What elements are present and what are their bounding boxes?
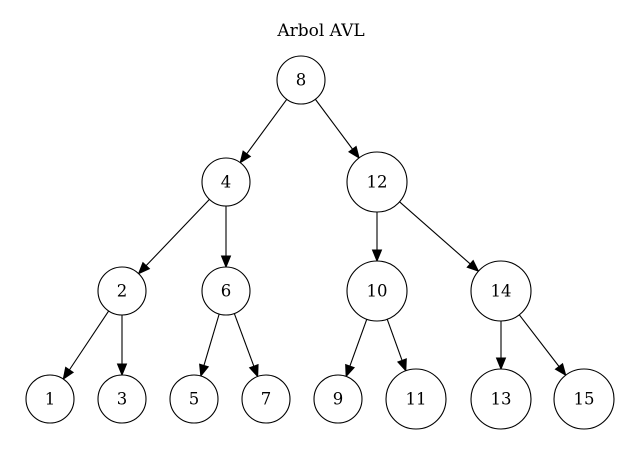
tree-node-13: 13 bbox=[470, 368, 532, 430]
tree-node-10: 10 bbox=[346, 260, 408, 322]
arrow-head-icon bbox=[116, 363, 128, 377]
arrow-head-icon bbox=[345, 363, 355, 378]
edge-line bbox=[145, 198, 210, 267]
edge-n12-n14 bbox=[399, 201, 480, 273]
node-circle bbox=[385, 368, 447, 430]
node-circle bbox=[553, 368, 615, 430]
edge-n6-n5 bbox=[199, 313, 220, 378]
arrow-head-icon bbox=[239, 150, 252, 164]
node-label: 10 bbox=[367, 282, 388, 301]
node-circle bbox=[97, 266, 147, 316]
tree-node-8: 8 bbox=[276, 55, 326, 105]
edge-line bbox=[349, 319, 368, 367]
edge-line bbox=[314, 98, 353, 150]
edge-n4-n6 bbox=[220, 206, 232, 269]
edge-n4-n2 bbox=[137, 198, 210, 275]
node-label: 1 bbox=[45, 390, 56, 409]
edge-line bbox=[246, 99, 288, 155]
edge-n10-n11 bbox=[386, 319, 407, 373]
edge-n14-n13 bbox=[495, 321, 507, 371]
node-label: 6 bbox=[221, 282, 232, 301]
arrow-head-icon bbox=[554, 362, 567, 377]
tree-node-11: 11 bbox=[385, 368, 447, 430]
edge-n14-n15 bbox=[518, 314, 567, 377]
node-circle bbox=[346, 151, 408, 213]
arrow-head-icon bbox=[396, 358, 407, 373]
edge-line bbox=[518, 314, 560, 367]
tree-node-3: 3 bbox=[97, 374, 147, 424]
node-label: 3 bbox=[117, 390, 128, 409]
node-circle bbox=[346, 260, 408, 322]
edge-n6-n7 bbox=[233, 313, 259, 378]
node-label: 11 bbox=[406, 390, 427, 409]
node-circle bbox=[313, 374, 363, 424]
node-circle bbox=[169, 374, 219, 424]
node-circle bbox=[241, 374, 291, 424]
node-circle bbox=[25, 374, 75, 424]
edge-line bbox=[68, 310, 110, 371]
arrow-head-icon bbox=[199, 363, 210, 378]
node-label: 14 bbox=[491, 282, 512, 301]
tree-node-6: 6 bbox=[201, 266, 251, 316]
edge-n2-n3 bbox=[116, 315, 128, 377]
edge-n10-n9 bbox=[345, 319, 368, 378]
tree-node-7: 7 bbox=[241, 374, 291, 424]
arrow-head-icon bbox=[220, 255, 232, 269]
arrow-head-icon bbox=[495, 357, 507, 371]
edge-n8-n4 bbox=[239, 99, 288, 164]
node-circle bbox=[97, 374, 147, 424]
node-circle bbox=[470, 368, 532, 430]
tree-node-12: 12 bbox=[346, 151, 408, 213]
edge-n8-n12 bbox=[314, 98, 360, 160]
node-label: 9 bbox=[333, 390, 344, 409]
edges-layer bbox=[62, 98, 567, 381]
node-label: 2 bbox=[117, 282, 128, 301]
node-label: 7 bbox=[261, 390, 272, 409]
edge-n12-n10 bbox=[371, 212, 383, 263]
node-label: 4 bbox=[221, 173, 232, 192]
edge-line bbox=[203, 313, 220, 366]
node-circle bbox=[201, 157, 251, 207]
tree-node-1: 1 bbox=[25, 374, 75, 424]
node-label: 15 bbox=[574, 390, 595, 409]
edge-line bbox=[399, 201, 471, 265]
arrow-head-icon bbox=[248, 363, 259, 378]
tree-node-15: 15 bbox=[553, 368, 615, 430]
tree-node-2: 2 bbox=[97, 266, 147, 316]
node-circle bbox=[470, 260, 532, 322]
node-label: 5 bbox=[189, 390, 200, 409]
node-label: 8 bbox=[296, 71, 307, 90]
tree-node-14: 14 bbox=[470, 260, 532, 322]
edge-n2-n1 bbox=[62, 310, 110, 381]
tree-node-5: 5 bbox=[169, 374, 219, 424]
arrow-head-icon bbox=[466, 259, 480, 273]
arrow-head-icon bbox=[62, 366, 75, 381]
arrow-head-icon bbox=[371, 249, 383, 263]
diagram-title: Arbol AVL bbox=[276, 21, 364, 41]
edge-line bbox=[233, 313, 255, 367]
arrow-head-icon bbox=[347, 145, 360, 160]
node-label: 12 bbox=[367, 173, 388, 192]
tree-node-4: 4 bbox=[201, 157, 251, 207]
tree-node-9: 9 bbox=[313, 374, 363, 424]
arrow-head-icon bbox=[137, 261, 151, 275]
node-circle bbox=[276, 55, 326, 105]
edge-line bbox=[386, 319, 403, 361]
node-label: 13 bbox=[491, 390, 512, 409]
node-circle bbox=[201, 266, 251, 316]
